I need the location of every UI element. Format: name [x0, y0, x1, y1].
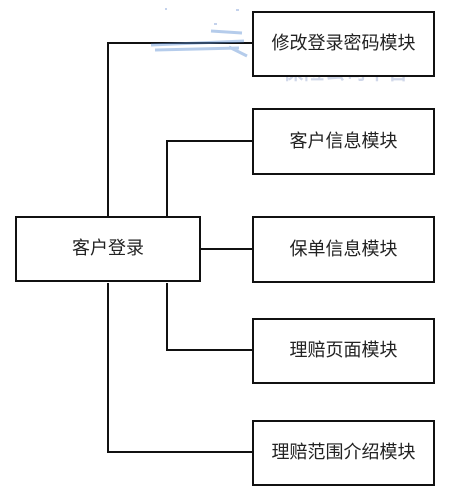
- child-node-label: 理赔范围介绍模块: [271, 442, 416, 463]
- connector-root-to-claim-page: [166, 283, 253, 351]
- child-node-policy-info-module: 保单信息模块: [252, 216, 435, 283]
- child-node-claim-page-module: 理赔页面模块: [252, 318, 435, 384]
- child-node-label: 保单信息模块: [289, 238, 398, 260]
- connector-root-to-info: [166, 140, 253, 217]
- root-node-customer-login: 客户登录: [15, 216, 201, 282]
- child-node-label: 理赔页面模块: [289, 340, 398, 361]
- child-node-claim-scope-module: 理赔范围介绍模块: [252, 420, 435, 486]
- root-node-label: 客户登录: [72, 238, 144, 259]
- child-node-label: 客户信息模块: [289, 130, 398, 152]
- connector-root-to-claim-scope: [107, 283, 253, 453]
- scan-artifact-dots: [165, 8, 239, 25]
- child-node-label: 修改登录密码模块: [271, 33, 416, 54]
- child-node-customer-info-module: 客户信息模块: [252, 108, 435, 175]
- child-node-change-password-module: 修改登录密码模块: [252, 11, 435, 77]
- connector-root-to-top: [107, 42, 253, 217]
- scan-artifact-strokes: [150, 29, 248, 58]
